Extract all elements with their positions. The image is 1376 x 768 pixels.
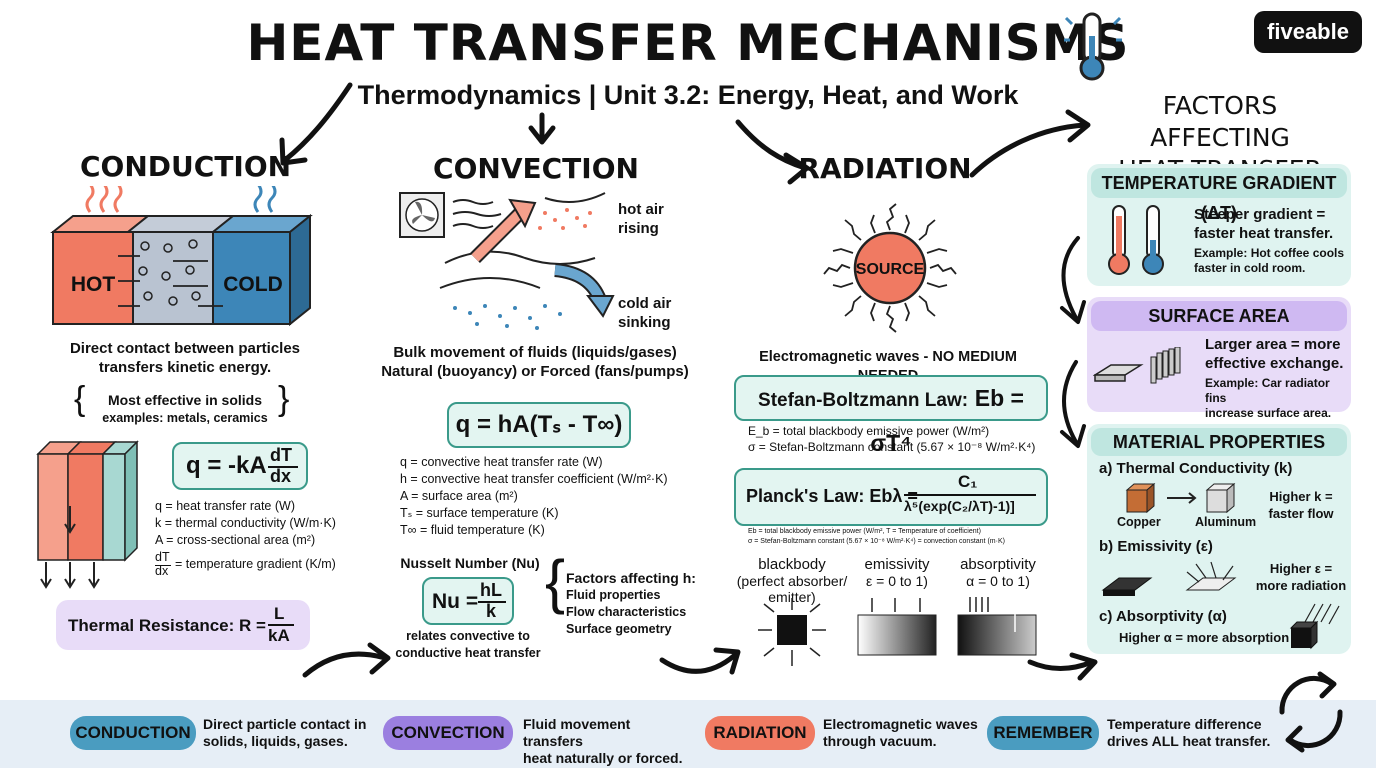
brace-left: { [74,380,86,418]
thermometer-icon [1064,12,1122,81]
emissivity-title: b) Emissivity (ε) [1099,538,1213,555]
conductivity-note: Higher k =faster flow [1268,489,1334,521]
absorptivity-label: absorptivity α = 0 to 1) [960,556,1036,590]
material-properties-panel: MATERIAL PROPERTIES a) Thermal Conductiv… [1087,424,1351,654]
convection-illustration [399,192,615,330]
copper-label: Copper [1117,515,1161,529]
nusselt-title: Nusselt Number (Nu) [400,555,540,571]
temperature-gradient-title: TEMPERATURE GRADIENT (ΔT) [1091,168,1347,223]
conductivity-title: a) Thermal Conductivity (k) [1099,460,1293,477]
radiation-pill: RADIATION [705,716,815,750]
cycle-icon [1279,671,1343,753]
emissivity-plates-icon [1101,561,1237,596]
convection-desc: Bulk movement of fluids (liquids/gases)N… [381,344,689,380]
factor-connector-arrows [1060,236,1086,448]
emissivity-note: Higher ε =more radiation [1255,561,1347,593]
emissivity-label: emissivity ε = 0 to 1) [864,556,930,590]
convection-definitions: q = convective heat transfer rate (W) h … [400,455,668,537]
aluminum-label: Aluminum [1195,515,1257,529]
absorber-cube-icon [1289,603,1340,650]
summary-bar [0,700,1376,768]
convection-heading: CONVECTION [433,152,639,185]
source-label: SOURCE [856,261,925,278]
factors-brace: { [545,548,566,615]
flow-arrows [302,642,1098,681]
emission-illustrations [758,597,1037,666]
convection-factors: Factors affecting h: Fluid properties Fl… [566,570,696,636]
radiation-heading: RADIATION [798,152,972,185]
conduction-note: Most effective in solids examples: metal… [102,392,268,425]
conduction-heading: CONDUCTION [80,150,292,183]
blackbody-label: blackbody (perfect absorber/ emitter) [736,556,848,606]
layered-wall-illustration [36,440,139,589]
thermometers-icon [1108,205,1164,275]
remember-pill: REMEMBER [987,716,1099,750]
temperature-gradient-panel: TEMPERATURE GRADIENT (ΔT) Steeper gradie… [1087,164,1351,286]
thermal-resistance-box: Thermal Resistance: R = L kA [56,600,310,650]
page-title: HEAT TRANSFER MECHANISMS [246,14,1130,72]
conduction-definitions: q = heat transfer rate (W) k = thermal c… [155,499,336,578]
copper-aluminum-icon [1125,482,1236,514]
brace-right: } [278,380,290,418]
convection-pill: CONVECTION [383,716,513,750]
planck-formula: Planck's Law: Ebλ = C₁ λ⁵(exp(C₂/λT)-1)] [734,468,1048,526]
page-subtitle: Thermodynamics | Unit 3.2: Energy, Heat,… [357,80,1019,110]
planck-defs: Eb = total blackbody emissive power (W/m… [748,528,1005,545]
stefan-boltzmann-defs: E_b = total blackbody emissive power (W/… [748,424,1036,454]
material-properties-title: MATERIAL PROPERTIES [1091,428,1347,456]
hot-label: HOT [71,273,116,296]
radiation-source-illustration: SOURCE [823,203,957,333]
header-arrows [279,82,1091,185]
cold-label: COLD [223,273,283,296]
conduction-pill: CONDUCTION [70,716,196,750]
surface-area-title: SURFACE AREA [1091,301,1347,331]
fins-icon [1093,347,1181,384]
absorptivity-note: Higher α = more absorption [1119,630,1290,645]
conduction-block-illustration: HOT COLD [50,186,313,327]
stefan-boltzmann-formula: Stefan-Boltzmann Law: Eb = σT⁴ [734,375,1048,456]
temperature-gradient-main: Steeper gradient =faster heat transfer. [1194,206,1334,242]
conduction-formula: q = -kA dT dx [172,442,308,490]
absorptivity-title: c) Absorptivity (α) [1099,608,1227,625]
nusselt-formula: Nu = hL k [422,577,514,625]
convection-formula: q = hA(Tₛ - T∞) [447,402,631,448]
fiveable-logo: fiveable [1254,11,1362,53]
